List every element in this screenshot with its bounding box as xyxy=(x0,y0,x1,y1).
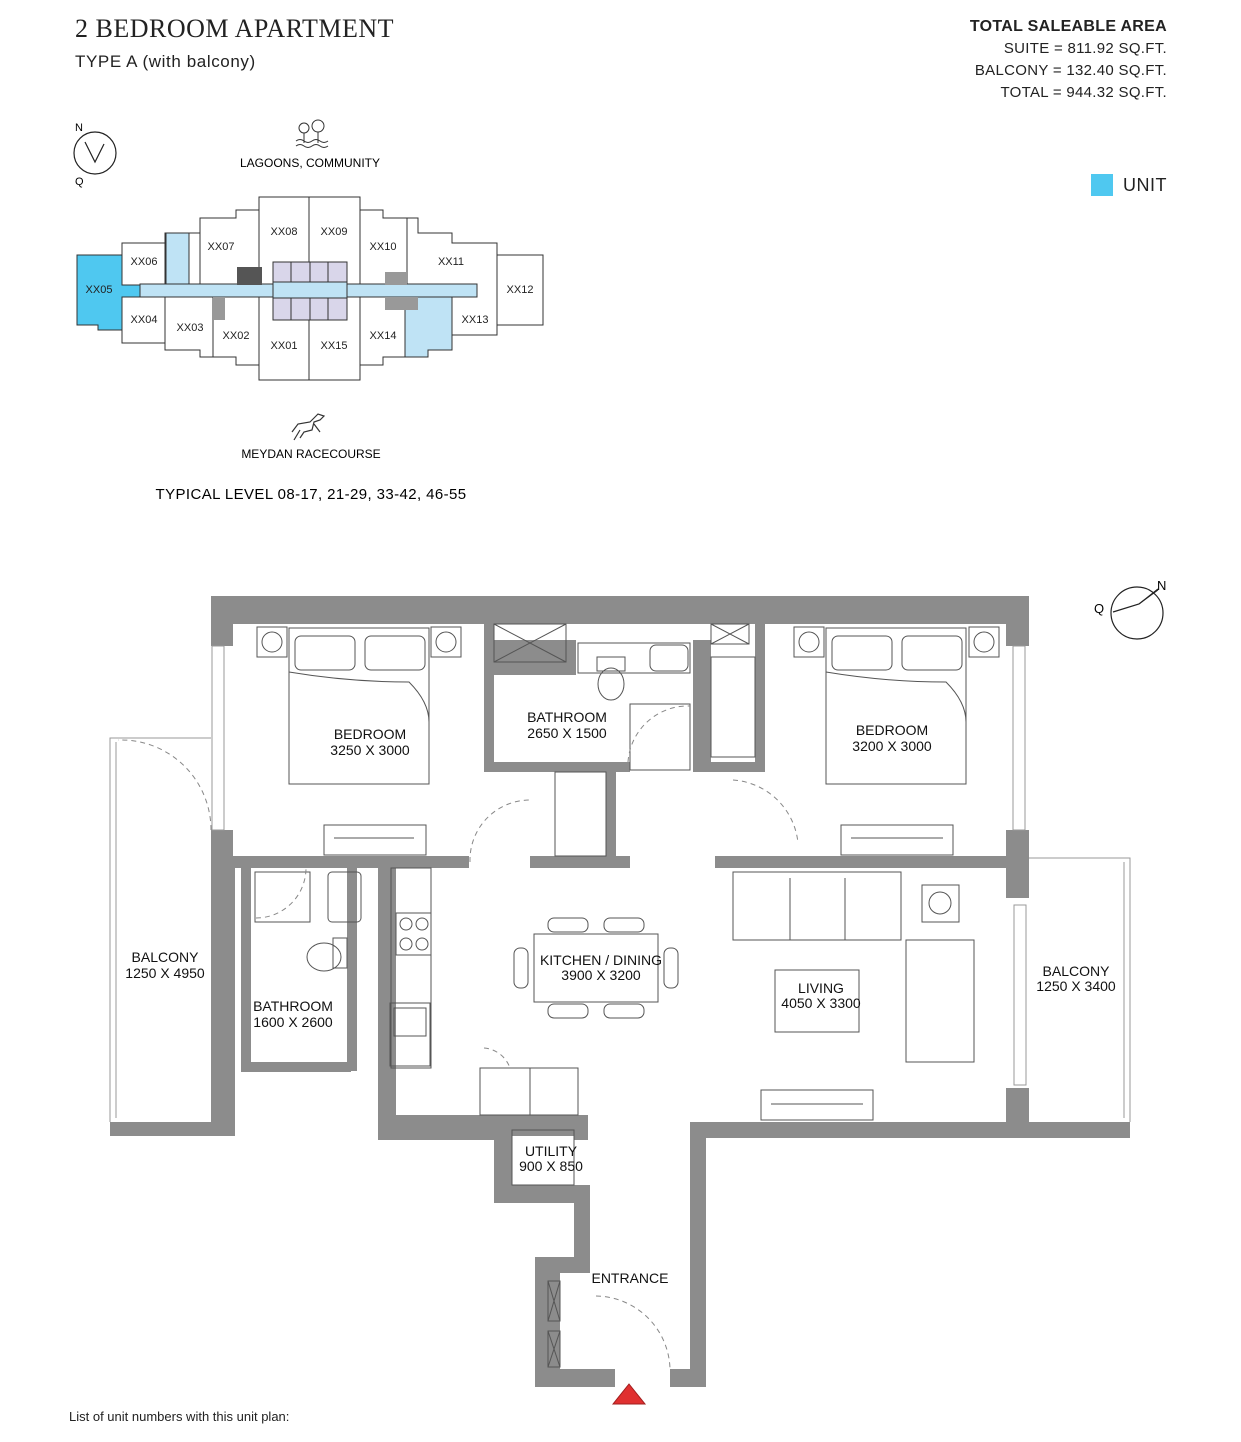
typical-levels: TYPICAL LEVEL 08-17, 21-29, 33-42, 46-55 xyxy=(156,486,467,503)
horse-icon xyxy=(291,413,326,441)
kitchen-dining-label: KITCHEN / DINING xyxy=(540,952,662,968)
keyplan-unit-label: XX04 xyxy=(131,314,158,326)
kitchen-dining-size: 3900 X 3200 xyxy=(561,967,641,983)
kitchen-sink-icon xyxy=(389,1002,431,1067)
balcony-1-label: BALCONY xyxy=(132,949,200,965)
keyplan-shaft xyxy=(237,267,262,285)
saleable-area-summary: TOTAL SALEABLE AREA SUITE = 811.92 SQ.FT… xyxy=(970,16,1167,104)
side-table-lamp-icon xyxy=(256,626,288,658)
keyplan-unit-label: XX09 xyxy=(321,226,348,238)
total-area: TOTAL = 944.32 SQ.FT. xyxy=(1000,84,1167,101)
keyplan-unit-label: XX07 xyxy=(208,241,235,253)
area-heading: TOTAL SALEABLE AREA xyxy=(969,18,1167,35)
floor-plan: N Q xyxy=(109,578,1166,1405)
keyplan-shaft xyxy=(385,297,418,310)
furniture xyxy=(254,623,1000,1368)
wardrobe-icon xyxy=(710,656,756,758)
unit-legend: UNIT xyxy=(1091,174,1167,196)
balcony-outlines xyxy=(109,645,1131,1122)
sofa-icon xyxy=(732,871,902,941)
kitchen-counter xyxy=(390,867,432,1069)
bed-2-icon xyxy=(825,627,967,785)
keyplan-compass-icon: N Q xyxy=(73,122,117,188)
bathroom-1-size: 2650 X 1500 xyxy=(527,725,607,741)
bedroom-2-label: BEDROOM xyxy=(856,722,928,738)
side-table-lamp-icon xyxy=(793,626,825,658)
bathroom-2-label: BATHROOM xyxy=(253,998,333,1014)
unit-legend-label: UNIT xyxy=(1123,174,1167,195)
keyplan-compass-n: N xyxy=(75,122,83,134)
dresser-icon xyxy=(323,824,427,856)
armchair-sofa-icon xyxy=(905,939,975,1063)
keyplan-unit-label: XX15 xyxy=(321,340,348,352)
keyplan-unit-label: XX11 xyxy=(438,256,464,268)
kitchen-appliance xyxy=(479,1067,579,1116)
keyplan-shaft xyxy=(213,297,225,320)
keyplan-unit-label: XX10 xyxy=(370,241,397,253)
entrance-storage xyxy=(547,1330,561,1368)
page-title: 2 BEDROOM APARTMENT xyxy=(75,14,395,43)
dining-table-icon xyxy=(533,933,659,1003)
keyplan-unit-label: XX12 xyxy=(507,284,534,296)
sink-icon xyxy=(649,644,689,672)
bedroom-2-size: 3200 X 3000 xyxy=(852,738,932,754)
utility-closet xyxy=(511,1129,575,1186)
side-table-lamp-icon xyxy=(430,626,462,658)
park-icon xyxy=(295,119,329,148)
shaft-icon xyxy=(493,623,567,663)
bedroom-1-size: 3250 X 3000 xyxy=(330,742,410,758)
keyplan-unit-label: XX13 xyxy=(462,314,489,326)
keyplan-unit-highlight xyxy=(76,254,141,331)
key-plan: N Q LAGOONS, COMMUNITY XX05 XX06 XX04 xyxy=(73,119,544,503)
living-label: LIVING xyxy=(798,980,844,996)
plan-compass-icon: N Q xyxy=(1094,578,1166,640)
door-swings xyxy=(117,705,799,1370)
floor-lamp-icon xyxy=(921,884,960,923)
shaft-icon xyxy=(710,623,750,645)
bedroom-1-label: BEDROOM xyxy=(334,726,406,742)
bathroom-1-label: BATHROOM xyxy=(527,709,607,725)
unit-list-note: List of unit numbers with this unit plan… xyxy=(69,1409,290,1424)
tv-unit-icon xyxy=(760,1089,874,1121)
keyplan-unit-label: XX05 xyxy=(86,284,113,296)
bed-1-icon xyxy=(288,627,430,785)
living-size: 4050 X 3300 xyxy=(781,995,861,1011)
unit-type-subtitle: TYPE A (with balcony) xyxy=(75,52,256,71)
balcony-1-size: 1250 X 4950 xyxy=(125,965,205,981)
plan-compass-n: N xyxy=(1157,578,1166,593)
toilet-icon xyxy=(332,937,348,969)
utility-label: UTILITY xyxy=(525,1143,578,1159)
bathroom-2-size: 1600 X 2600 xyxy=(253,1014,333,1030)
entrance-label: ENTRANCE xyxy=(591,1270,668,1286)
balcony-area: BALCONY = 132.40 SQ.FT. xyxy=(974,62,1167,79)
keyplan-top-label: LAGOONS, COMMUNITY xyxy=(240,156,380,170)
entrance-marker-icon xyxy=(611,1383,647,1405)
entrance-storage xyxy=(547,1280,561,1322)
keyplan-unit-label: XX03 xyxy=(177,322,204,334)
keyplan-similar-unit xyxy=(165,232,190,286)
toilet-icon xyxy=(596,656,626,672)
sink-icon xyxy=(327,871,362,923)
keyplan-bottom-label: MEYDAN RACECOURSE xyxy=(241,447,380,461)
side-table-lamp-icon xyxy=(968,626,1000,658)
wardrobe-icon xyxy=(554,771,607,857)
keyplan-unit-label: XX06 xyxy=(131,256,158,268)
unit-legend-swatch xyxy=(1091,174,1113,196)
keyplan-unit-label: XX01 xyxy=(271,340,298,352)
dresser-icon xyxy=(840,824,954,856)
plan-compass-q: Q xyxy=(1094,601,1104,616)
hob-icon xyxy=(395,912,432,956)
balcony-2-size: 1250 X 3400 xyxy=(1036,978,1116,994)
keyplan-unit-label: XX02 xyxy=(223,330,250,342)
suite-area: SUITE = 811.92 SQ.FT. xyxy=(1003,40,1167,57)
interior-walls xyxy=(231,620,1006,1116)
exterior-walls xyxy=(110,596,1130,1387)
keyplan-unit-label: XX08 xyxy=(271,226,298,238)
utility-size: 900 X 850 xyxy=(519,1158,583,1174)
keyplan-compass-q: Q xyxy=(75,176,84,188)
keyplan-unit-label: XX14 xyxy=(370,330,397,342)
keyplan-shaft xyxy=(385,272,407,285)
coffee-table-icon xyxy=(774,969,860,1033)
balcony-2-label: BALCONY xyxy=(1043,963,1111,979)
